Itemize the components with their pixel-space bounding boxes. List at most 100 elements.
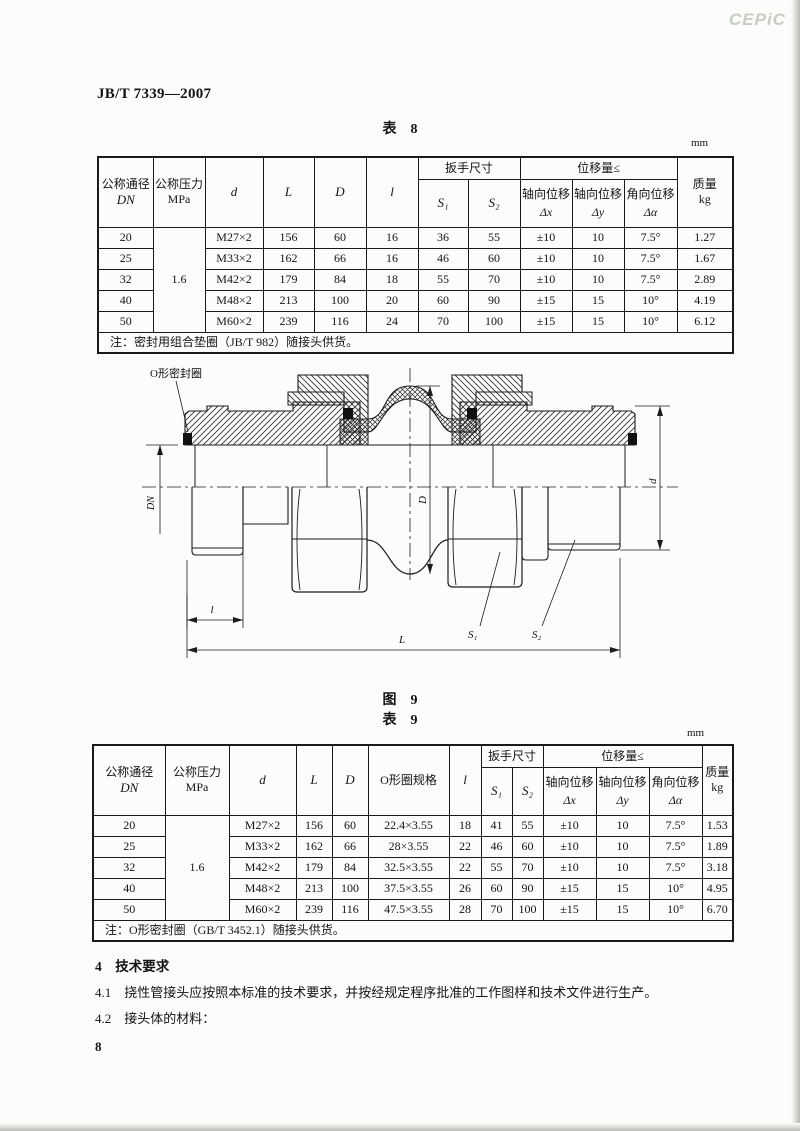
table-cell: M60×2: [204, 310, 264, 333]
d-big-arrow-top: [427, 386, 433, 396]
table-cell: 3.18: [701, 856, 734, 879]
s1-leader-line: [479, 551, 501, 627]
table-cell: 156: [295, 814, 333, 837]
table-cell: 32: [92, 856, 166, 879]
oring-left-inner: [343, 408, 353, 419]
table-cell: M48×2: [228, 877, 297, 900]
t9-header-oring: O形圈规格: [367, 744, 450, 816]
table-cell: 7.5°: [648, 814, 703, 837]
table-cell: 22.4×3.55: [367, 814, 450, 837]
table-cell: 50: [97, 310, 154, 333]
table-cell: 7.5°: [623, 268, 678, 291]
table-cell: 10: [595, 835, 650, 858]
paragraph-4-1: 4.1 挠性管接头应按照本标准的技术要求，并按经规定程序批准的工作图样和技术文件…: [95, 985, 658, 1000]
table-cell: 66: [313, 247, 367, 270]
table-cell: ±10: [542, 814, 597, 837]
table-cell: 100: [331, 877, 369, 900]
table-cell: M33×2: [204, 247, 264, 270]
table-cell: 47.5×3.55: [367, 898, 450, 921]
table-cell: ±10: [542, 856, 597, 879]
left-hex-nut: [291, 487, 368, 593]
t8-header-mass: 质量 kg: [676, 156, 734, 228]
table-cell: 7.5°: [623, 226, 678, 249]
s1-label: S₁: [468, 629, 478, 641]
table9-caption: 表 9: [382, 713, 418, 728]
t9-header-dx: 轴向位移 Δx: [542, 766, 597, 816]
table-cell: 100: [511, 898, 544, 921]
t8-header-da: 角向位移 Δα: [623, 178, 678, 228]
table-cell: ±10: [519, 226, 573, 249]
table-cell: 60: [511, 835, 544, 858]
t9-header-dy: 轴向位移 Δy: [595, 766, 650, 816]
d-big-label: D: [417, 496, 429, 505]
L-arrow-left: [187, 647, 197, 653]
t8-header-pressure: 公称压力 MPa: [152, 156, 206, 228]
table-cell: 28×3.55: [367, 835, 450, 858]
table-cell: 116: [331, 898, 369, 921]
table9-unit-label: mm: [687, 727, 705, 739]
table-cell: M48×2: [204, 289, 264, 312]
t9-header-D: D: [331, 744, 369, 816]
bellows-outer-bottom: [366, 539, 449, 575]
t8-header-dy: 轴向位移 Δy: [571, 178, 625, 228]
table-cell: 213: [295, 877, 333, 900]
s2-leader-line: [541, 539, 576, 627]
table-cell: 1.6: [152, 226, 206, 333]
table8-caption: 表 8: [382, 122, 418, 137]
t8-header-dx: 轴向位移 Δx: [519, 178, 573, 228]
right-step: [521, 487, 549, 561]
d-small-arrow-bottom: [657, 540, 663, 550]
table-cell: 60: [417, 289, 469, 312]
table-cell: 10°: [623, 310, 678, 333]
table-cell: ±15: [542, 877, 597, 900]
table-cell: M27×2: [204, 226, 264, 249]
table-cell: 66: [331, 835, 369, 858]
table-cell: 84: [331, 856, 369, 879]
table-cell: 1.53: [701, 814, 734, 837]
table-cell: 18: [365, 268, 419, 291]
scan-edge-right: [791, 0, 800, 1131]
table9-note: 注：O形密封圈（GB/T 3452.1）随接头供货。: [92, 919, 734, 942]
table-cell: 60: [313, 226, 367, 249]
right-nut-chamfer-l: [452, 488, 457, 586]
standard-number: JB/T 7339—2007: [97, 86, 212, 102]
table-cell: 100: [313, 289, 367, 312]
oring-right-inner: [467, 408, 477, 419]
dn-arrow: [157, 445, 163, 455]
t9-header-s1: S₁: [480, 766, 513, 816]
table-cell: 22: [448, 856, 482, 879]
table-cell: 15: [595, 898, 650, 921]
table-cell: 15: [571, 310, 625, 333]
t9-header-d: d: [228, 744, 297, 816]
t9-header-s2: S₂: [511, 766, 544, 816]
table-cell: 10: [571, 226, 625, 249]
table-cell: M33×2: [228, 835, 297, 858]
table-cell: 70: [480, 898, 513, 921]
table-cell: 6.70: [701, 898, 734, 921]
table-cell: 239: [262, 310, 315, 333]
t8-header-wrench-group: 扳手尺寸: [417, 156, 521, 180]
table-cell: 16: [365, 247, 419, 270]
table-cell: 36: [417, 226, 469, 249]
table8-unit-label: mm: [691, 137, 709, 149]
table9-note-row: 注：O形密封圈（GB/T 3452.1）随接头供货。: [92, 919, 734, 942]
t9-header-wrench-group: 扳手尺寸: [480, 744, 544, 768]
table-cell: 32: [97, 268, 154, 291]
t9-header-mass: 质量 kg: [701, 744, 734, 816]
table-cell: 60: [467, 247, 521, 270]
d-small-label: d: [647, 478, 659, 484]
table-cell: 55: [417, 268, 469, 291]
table-cell: 37.5×3.55: [367, 877, 450, 900]
oring-right-end: [628, 433, 637, 445]
table-cell: 162: [295, 835, 333, 858]
t8-header-displacement-group: 位移量≤: [519, 156, 678, 180]
table-cell: M42×2: [228, 856, 297, 879]
table-cell: 156: [262, 226, 315, 249]
table-cell: 46: [480, 835, 513, 858]
right-hex-nut: [447, 487, 523, 588]
